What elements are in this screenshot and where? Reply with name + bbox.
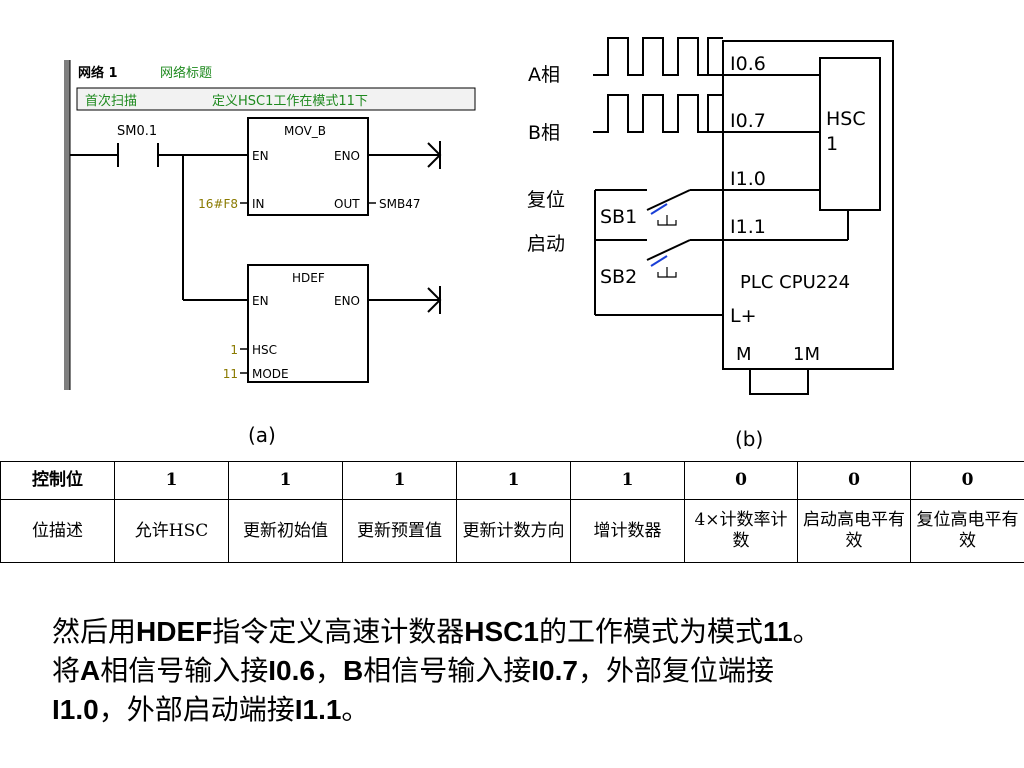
caption-text: A [80,655,101,686]
table-cell: 1 [228,461,343,500]
caption-text: 将 [52,654,81,687]
sb1-pushbutton-icon [650,203,668,215]
hdef-hsc-value: 1 [230,343,238,357]
table-cell: 0 [910,461,1024,500]
mov-b-en: EN [252,149,269,163]
lplus-label: L+ [730,305,757,327]
hdef-block[interactable] [247,264,369,383]
caption-text: ，外部启动端接 [98,693,295,726]
input-i11: I1.1 [730,216,766,238]
reset-label: 复位 [527,189,565,211]
table-cell: 更新预置值 [342,499,457,563]
hdef-eno: ENO [334,294,360,308]
caption-text: 相信号输入接 [100,654,269,687]
mov-b-block[interactable] [247,117,369,216]
wiring-diagram: A相 B相 复位 启动 SB1 SB2 I0.6 I0.7 I1.0 I1.1 … [527,37,894,451]
caption-text: I0.7 [531,655,578,686]
mov-b-out-value: SMB47 [379,197,420,211]
caption-text: 指令定义高速计数器 [212,615,465,648]
hsc-label-2: 1 [826,133,838,155]
caption-text: 。 [341,693,370,726]
table-cell: 控制位 [0,461,115,500]
phase-b-label: B相 [528,122,560,144]
sb2-label: SB2 [600,266,637,288]
m-label: M [736,344,752,365]
table-cell: 1 [570,461,685,500]
mov-b-out: OUT [334,197,360,211]
caption-text: ， [314,654,343,687]
caption-text: ，外部复位端接 [577,654,774,687]
table-cell: 更新初始值 [228,499,343,563]
sb1-button-cap [657,215,677,226]
table-cell: 增计数器 [570,499,685,563]
hsc1-box [819,57,881,211]
input-i06: I0.6 [730,53,766,75]
sb2-pushbutton-icon [650,255,668,267]
caption-text: I1.1 [294,694,342,725]
hdef-name: HDEF [292,271,325,285]
eno-output-arrow-2 [368,286,442,314]
control-bit-table: 控制位 1 1 1 1 1 0 0 0 位描述 允许HSC 更新初始值 更新预置… [0,461,1024,563]
table-row: 位描述 允许HSC 更新初始值 更新预置值 更新计数方向 增计数器 4×计数率计… [0,499,1024,563]
table-cell: 启动高电平有效 [797,499,911,563]
comment-right: 定义HSC1工作在模式11下 [212,94,368,109]
start-label: 启动 [527,233,565,255]
caption-text: 相信号输入接 [363,654,532,687]
hdef-mode: MODE [252,367,289,381]
caption-text: 11 [762,616,793,647]
sb1-label: SB1 [600,206,637,228]
comment-left: 首次扫描 [85,93,137,109]
table-cell: 4×计数率计数 [684,499,798,563]
1m-label: 1M [793,344,820,365]
table-row: 控制位 1 1 1 1 1 0 0 0 [0,461,1024,500]
table-cell: 1 [342,461,457,500]
caption-text: 然后用 [52,615,137,648]
table-cell: 复位高电平有效 [910,499,1024,563]
input-i10: I1.0 [730,168,766,190]
table-cell: 更新计数方向 [456,499,571,563]
b-phase-waveform [593,94,723,133]
phase-a-label: A相 [528,64,560,86]
hdef-en: EN [252,294,269,308]
hdef-mode-value: 11 [223,367,238,381]
comment-bar[interactable] [76,87,476,111]
hdef-hsc: HSC [252,343,277,357]
table-cell: 0 [684,461,798,500]
hsc-label-1: HSC [826,108,866,130]
network-title[interactable]: 网络标题 [160,65,212,81]
caption-text: HDEF [136,616,213,647]
plc-model-label: PLC CPU224 [740,272,850,293]
sb2-button-cap [657,267,677,278]
network-label: 网络 1 [78,65,118,81]
mov-b-name: MOV_B [284,124,326,138]
mov-b-in: IN [252,197,265,211]
table-cell: 1 [114,461,229,500]
mov-b-eno: ENO [334,149,360,163]
table-cell: 允许HSC [114,499,229,563]
table-cell: 1 [456,461,571,500]
caption-text: HSC1 [464,616,539,647]
label-b: (b) [735,427,763,451]
caption-text: B [342,655,364,686]
normally-open-contact[interactable] [70,143,248,301]
contact-address: SM0.1 [117,124,157,139]
caption-text: I0.6 [268,655,315,686]
mov-b-in-value: 16#F8 [198,197,238,211]
label-a: (a) [248,423,276,447]
ladder-diagram: 网络 1 网络标题 首次扫描 定义HSC1工作在模式11下 SM0.1 MOV_… [64,60,476,447]
table-cell: 0 [797,461,911,500]
eno-output-arrow [368,141,442,169]
caption-text: I1.0 [52,694,99,725]
caption-paragraph: 然后用HDEF指令定义高速计数器HSC1的工作模式为模式11。 将A相信号输入接… [52,612,1012,729]
table-cell: 位描述 [0,499,115,563]
caption-text: 。 [792,615,821,648]
power-rail [64,60,70,390]
input-i07: I0.7 [730,110,766,132]
a-phase-waveform [593,37,723,76]
caption-text: 的工作模式为模式 [538,615,763,648]
